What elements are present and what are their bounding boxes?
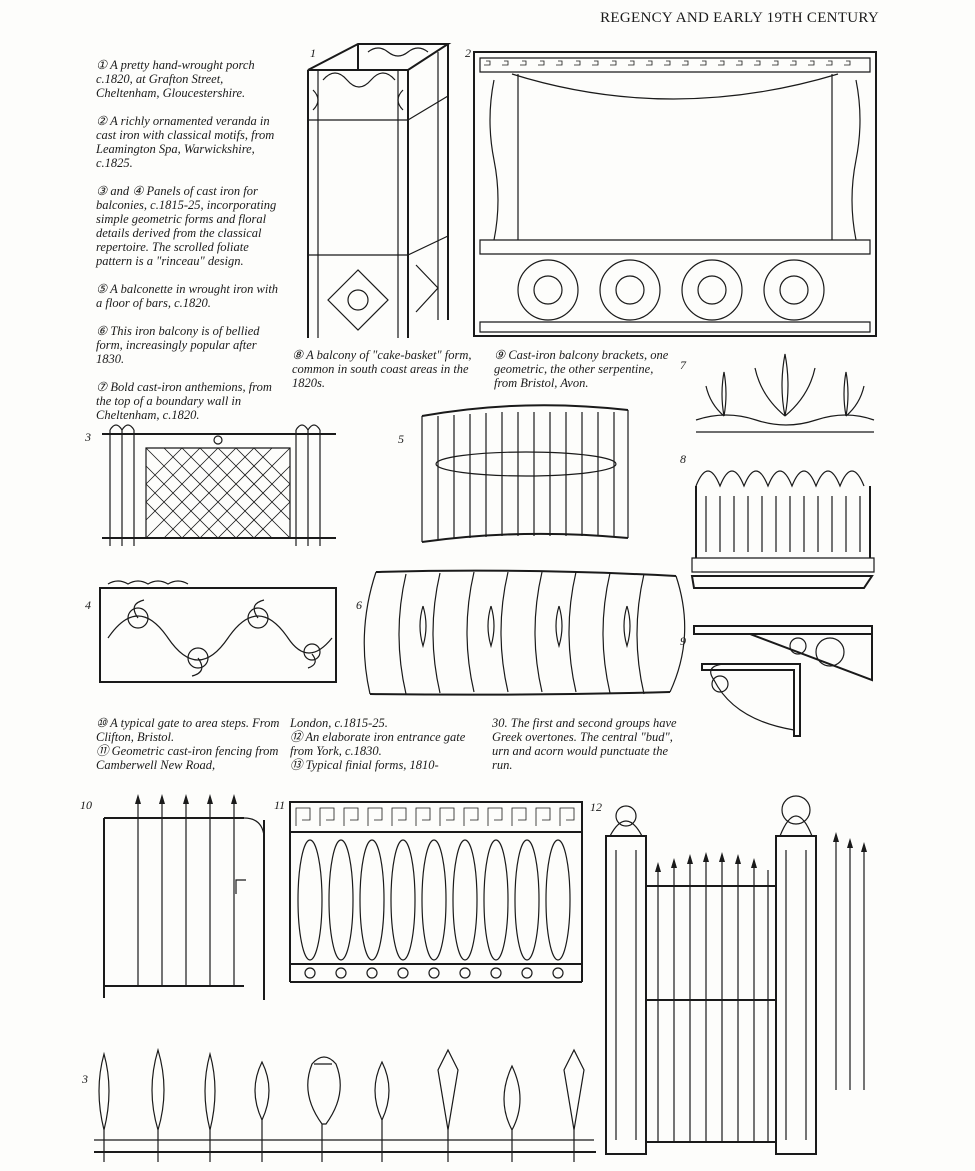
figure-2-veranda — [472, 50, 878, 340]
caption-9: ⑨ Cast-iron balcony brackets, one geomet… — [494, 348, 669, 390]
figure-number-5: 5 — [398, 432, 404, 446]
caption-intro: ① A pretty hand-wrought porch c.1820, at… — [96, 44, 286, 436]
figure-1-porch — [298, 40, 460, 340]
figure-9-brackets — [690, 620, 876, 740]
caption-item-5: ⑥ This iron balcony is of bellied form, … — [96, 324, 260, 366]
figure-number-1: 1 — [310, 46, 316, 60]
figure-11-geometric-fencing — [286, 796, 592, 1002]
figure-4-rinceau-panel — [98, 578, 338, 690]
figure-8-cake-basket — [690, 456, 876, 592]
caption-item-6: ⑦ Bold cast-iron anthemions, from the to… — [96, 380, 272, 422]
caption-item-4: ⑤ A balconette in wrought iron with a fl… — [96, 282, 279, 310]
figure-number-3: 3 — [85, 430, 91, 444]
caption-lower-col3: 30. The first and second groups have Gre… — [492, 716, 677, 772]
caption-8: ⑧ A balcony of "cake-basket" form, commo… — [292, 348, 472, 390]
caption-item-3: ③ and ④ Panels of cast iron for balconie… — [96, 184, 277, 268]
caption-item-2: ② A richly ornamented veranda in cast ir… — [96, 114, 275, 170]
figure-number-9: 9 — [680, 634, 686, 648]
figure-12-entrance-gate — [598, 790, 867, 1160]
figure-number-12: 12 — [590, 800, 602, 814]
caption-item-1: ① A pretty hand-wrought porch c.1820, at… — [96, 58, 255, 100]
caption-lower-col2: London, c.1815-25. ⑫ An elaborate iron e… — [290, 716, 466, 772]
figure-7-anthemion — [694, 346, 876, 440]
figure-number-7: 7 — [680, 358, 686, 372]
figure-5-balconette — [416, 402, 634, 552]
figure-number-4: 4 — [85, 598, 91, 612]
caption-lower-col1: ⑩ A typical gate to area steps. From Cli… — [96, 716, 280, 772]
figure-number-2: 2 — [465, 46, 471, 60]
figure-number-11: 11 — [274, 798, 286, 812]
figure-number-13: 3 — [82, 1072, 88, 1086]
figure-10-area-gate — [96, 794, 276, 1002]
figure-13-finials — [92, 1020, 598, 1164]
page-header: REGENCY AND EARLY 19TH CENTURY — [600, 10, 879, 26]
figure-3-geometric-panel — [100, 420, 338, 552]
figure-number-6: 6 — [356, 598, 362, 612]
figure-6-bellied-balcony — [362, 566, 682, 700]
figure-number-8: 8 — [680, 452, 686, 466]
figure-number-10: 10 — [80, 798, 92, 812]
